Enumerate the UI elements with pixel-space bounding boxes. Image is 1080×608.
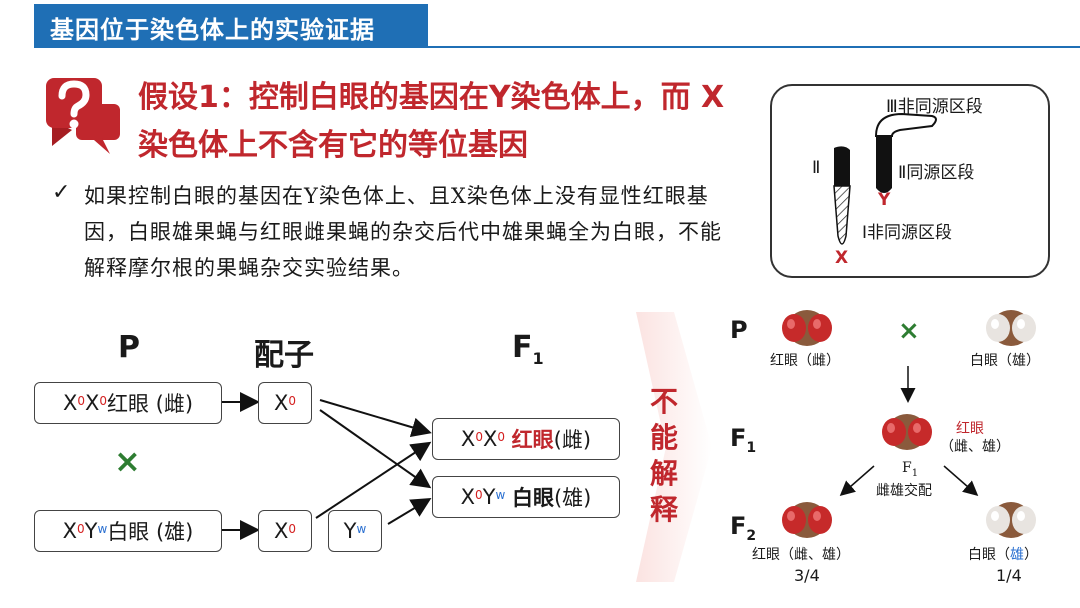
f1-trait-label: 红眼 bbox=[956, 418, 984, 438]
f1-sex-label: （雌、雄） bbox=[940, 436, 1010, 456]
f2-red-ratio: 3/4 bbox=[794, 566, 820, 585]
f1-mating-label: 雌雄交配 bbox=[876, 480, 932, 500]
f1-mating-prefix: F1 bbox=[902, 460, 918, 479]
f2-white-label: 白眼（雄） bbox=[968, 544, 1038, 564]
f2-red-label: 红眼（雌、雄） bbox=[752, 544, 850, 564]
f2-white-ratio: 1/4 bbox=[996, 566, 1022, 585]
